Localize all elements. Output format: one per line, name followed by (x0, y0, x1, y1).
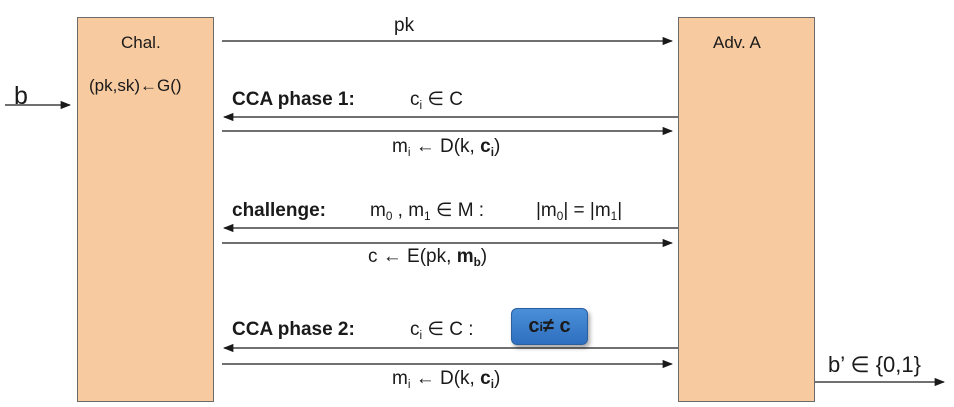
phase2-reply: mi ← D(k, ci) (392, 368, 501, 392)
phase1-reply: mi ← D(k, ci) (392, 136, 501, 160)
adversary-label: Adv. A (713, 33, 761, 52)
pk-label: pk (394, 15, 415, 36)
phase2-query: ci ∈ C : (410, 319, 474, 343)
phase1-heading: CCA phase 1: (232, 89, 355, 110)
challenger-label: Chal. (121, 33, 161, 52)
phase2-heading: CCA phase 2: (232, 319, 355, 340)
challenge-messages: m0 , m1 ∈ M : (370, 200, 485, 224)
challenge-heading: challenge: (232, 200, 326, 221)
adversary-box (678, 17, 815, 402)
challenge-length-constraint: |m0| = |m1| (536, 200, 623, 224)
challenger-box (77, 17, 214, 402)
phase1-query: ci ∈ C (410, 89, 463, 113)
keygen-label: (pk,sk)←G() (89, 76, 182, 95)
output-bit-label: b’ ∈ {0,1} (828, 352, 921, 377)
input-bit-label: b (14, 82, 28, 110)
challenge-reply: c ← E(pk, mb) (368, 246, 488, 270)
